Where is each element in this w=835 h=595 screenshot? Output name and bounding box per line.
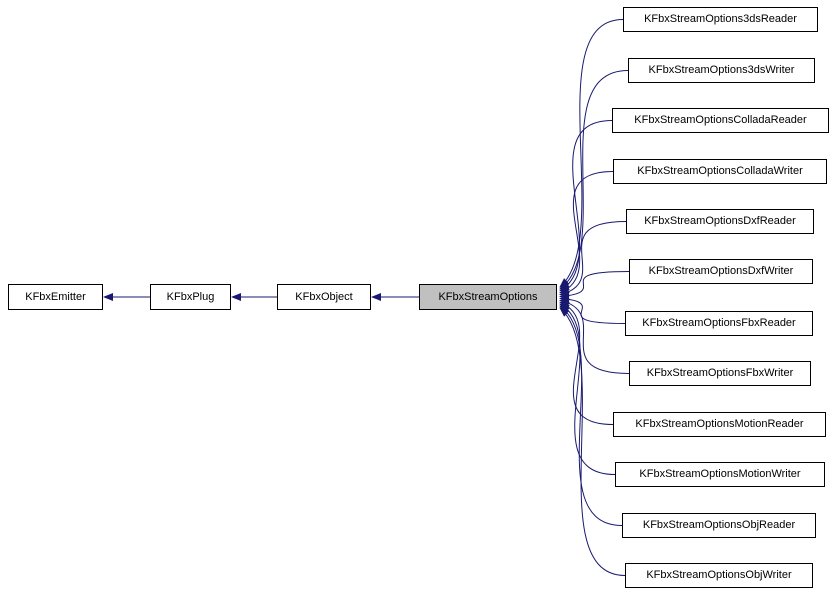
inheritance-edge	[559, 19, 624, 288]
node-kfbxstreamoptionsfbxreader[interactable]: KFbxStreamOptionsFbxReader	[625, 311, 813, 336]
node-kfbxemitter[interactable]: KFbxEmitter	[8, 284, 103, 310]
inheritance-edge	[559, 271, 630, 300]
node-kfbxstreamoptionsfbxwriter[interactable]: KFbxStreamOptionsFbxWriter	[629, 361, 811, 386]
node-kfbxstreamoptionsobjwriter[interactable]: KFbxStreamOptionsObjWriter	[625, 563, 813, 588]
node-kfbxstreamoptionsmotionreader[interactable]: KFbxStreamOptionsMotionReader	[613, 412, 826, 437]
node-kfbxstreamoptions: KFbxStreamOptions	[419, 284, 557, 310]
node-kfbxstreamoptionsdxfwriter[interactable]: KFbxStreamOptionsDxfWriter	[629, 259, 813, 284]
node-kfbxstreamoptionscolladareader[interactable]: KFbxStreamOptionsColladaReader	[612, 108, 829, 133]
inheritance-edge	[559, 70, 629, 290]
node-kfbxstreamoptionsobjreader[interactable]: KFbxStreamOptionsObjReader	[622, 513, 816, 538]
inheritance-edge	[559, 298, 630, 374]
node-kfbxplug[interactable]: KFbxPlug	[150, 284, 231, 310]
inheritance-edge	[559, 171, 614, 294]
inheritance-edge	[559, 301, 614, 425]
inheritance-edge	[559, 305, 623, 526]
node-kfbxobject[interactable]: KFbxObject	[277, 284, 371, 310]
inheritance-edge	[559, 295, 626, 324]
node-kfbxstreamoptions3dsreader[interactable]: KFbxStreamOptions3dsReader	[623, 7, 818, 32]
node-kfbxstreamoptionsdxfreader[interactable]: KFbxStreamOptionsDxfReader	[626, 209, 814, 234]
node-kfbxstreamoptionscolladawriter[interactable]: KFbxStreamOptionsColladaWriter	[613, 159, 827, 184]
node-kfbxstreamoptions3dswriter[interactable]: KFbxStreamOptions3dsWriter	[628, 58, 815, 83]
inheritance-edge	[559, 221, 627, 297]
inheritance-edge	[559, 307, 626, 576]
node-kfbxstreamoptionsmotionwriter[interactable]: KFbxStreamOptionsMotionWriter	[615, 462, 825, 487]
inheritance-edge	[559, 120, 613, 292]
inheritance-edge	[559, 303, 616, 475]
